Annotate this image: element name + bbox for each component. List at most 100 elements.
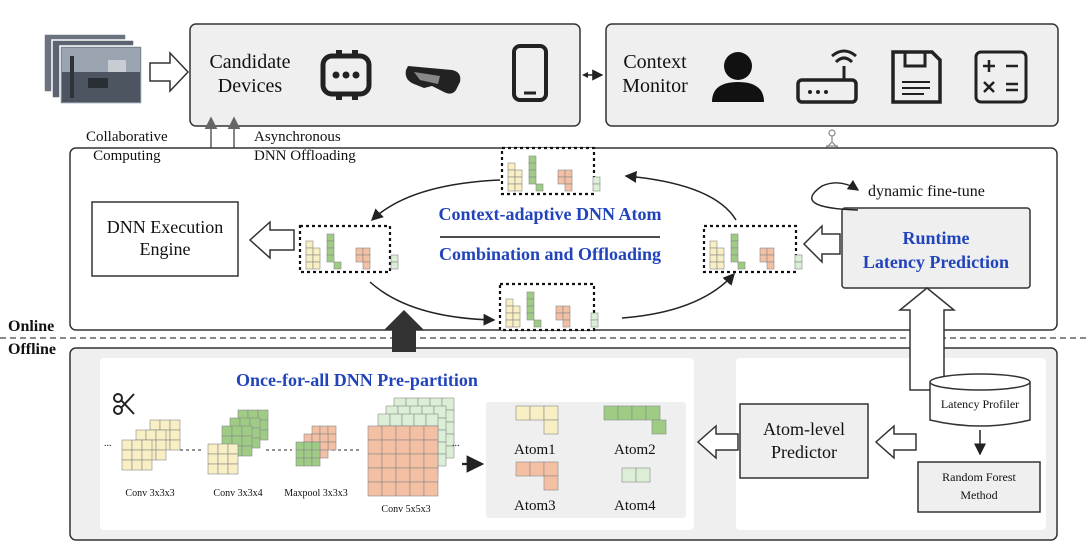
- asynchronous-label: Asynchronous DNN Offloading: [254, 128, 356, 166]
- layer-label-2: Conv 3x3x4: [213, 488, 263, 499]
- grid-cell: [327, 433, 337, 443]
- grid-cell: [409, 425, 425, 441]
- atom-group-cell: [557, 169, 566, 178]
- latency-profiler-label: Latency Profiler: [940, 397, 1020, 411]
- prepartition-title: Once-for-all DNN Pre-partition: [236, 370, 478, 390]
- atom-group-cell: [507, 183, 516, 192]
- grid-cell: [295, 441, 305, 451]
- atom4-label: Atom4: [614, 498, 656, 514]
- grid-cell: [423, 481, 439, 497]
- grid-cell: [131, 439, 143, 451]
- grid-cell: [217, 463, 229, 475]
- candidate-devices-box: [189, 23, 581, 127]
- atom-group-cell: [766, 261, 775, 270]
- atom-group-cell: [528, 162, 537, 171]
- atom-group-cell: [512, 319, 521, 328]
- runtime-arrow: [802, 224, 841, 264]
- grid-cell: [131, 459, 143, 471]
- candidate-devices-label: Candidate Devices: [200, 50, 300, 98]
- grid-cell: [389, 413, 403, 427]
- atom-group-cell: [716, 247, 725, 256]
- grid-cell: [319, 449, 329, 459]
- atom3-cell: [515, 461, 531, 477]
- grid-cell: [381, 425, 397, 441]
- grid-cell: [221, 425, 233, 437]
- execution-engine-label: DNN Execution Engine: [92, 216, 238, 260]
- atom-group-cell: [562, 312, 571, 321]
- engine-arrow: [248, 220, 295, 260]
- center-title-2: Combination and Offloading: [438, 244, 662, 264]
- forest-line2: Method: [960, 488, 998, 502]
- scissors-icon: [113, 393, 135, 415]
- grid-cell: [141, 439, 153, 451]
- latency-profiler-db: [929, 373, 1031, 427]
- predictor-line2: Predictor: [771, 442, 837, 462]
- atom-group-cell: [759, 247, 768, 256]
- grid-cell: [303, 457, 313, 467]
- grid-cell: [207, 453, 219, 465]
- atom2-cell: [645, 405, 661, 421]
- center-title-1: Context-adaptive DNN Atom: [438, 204, 662, 224]
- runtime-prediction-box: [841, 207, 1031, 289]
- atom-group-cell: [557, 176, 566, 185]
- engine-line1: DNN Execution: [106, 217, 224, 237]
- atom-group-cell: [526, 305, 535, 314]
- fine-tune-loop: [811, 179, 860, 211]
- fine-tune-label: dynamic fine-tune: [868, 183, 985, 200]
- grid-cell: [423, 439, 439, 455]
- atom3-cell: [529, 461, 545, 477]
- atom-group-cell: [533, 319, 542, 328]
- atom-group-cell: [312, 247, 321, 256]
- atom-group-cell: [305, 247, 314, 256]
- predictor-to-atoms-arrow: [696, 424, 739, 460]
- grid-cell: [121, 459, 133, 471]
- atom-group-cell: [562, 305, 571, 314]
- router-icon: [796, 49, 858, 104]
- atom-group-cell: [562, 319, 571, 328]
- monitor-label-line2: Monitor: [622, 75, 688, 97]
- atom-group-cell: [555, 312, 564, 321]
- grid-cell: [395, 453, 411, 469]
- grid-cell: [217, 453, 229, 465]
- grid-cell: [381, 481, 397, 497]
- grid-cell: [409, 439, 425, 455]
- atom-group-cell: [326, 254, 335, 263]
- atom-groups: [305, 155, 803, 328]
- candidate-label-line2: Devices: [217, 75, 283, 97]
- online-label: Online: [8, 318, 55, 335]
- atom-group-cell: [512, 312, 521, 321]
- grid-cell: [295, 449, 305, 459]
- atom-group-cell: [505, 298, 514, 307]
- atom-group-cell: [333, 261, 342, 270]
- grid-cell: [155, 449, 167, 461]
- layer-label-1: Conv 3x3x3: [125, 488, 175, 499]
- atom1-label: Atom1: [514, 442, 556, 458]
- asynchronous-line2: DNN Offloading: [254, 148, 356, 164]
- atom-group-cell: [305, 240, 314, 249]
- atom-group-cell: [526, 298, 535, 307]
- grid-cell: [169, 419, 181, 431]
- grid-cell: [327, 425, 337, 435]
- grid-cell: [135, 429, 147, 441]
- atom-group-cell: [590, 312, 599, 321]
- atom3-cell: [543, 461, 559, 477]
- atom-group-cell: [305, 261, 314, 270]
- grid-cell: [423, 467, 439, 483]
- watch-icon: [320, 50, 372, 100]
- atom-group-frames: [298, 146, 798, 332]
- atom-shapes: [515, 405, 667, 491]
- cycle-arrows: [369, 170, 737, 326]
- predictor-line1: Atom-level: [763, 419, 845, 439]
- grid-cell: [395, 481, 411, 497]
- grid-cell: [303, 433, 313, 443]
- grid-cell: [311, 441, 321, 451]
- layer-label-3: Maxpool 3x3x3: [284, 488, 348, 499]
- grid-cell: [303, 441, 313, 451]
- input-image-stack: [43, 33, 143, 105]
- atom-group-cell: [592, 176, 601, 185]
- atom-group-cell: [709, 261, 718, 270]
- atom-group-cell: [730, 254, 739, 263]
- atom-predictor-box: [739, 403, 869, 479]
- random-forest-box: [917, 461, 1041, 513]
- grid-cell: [227, 463, 239, 475]
